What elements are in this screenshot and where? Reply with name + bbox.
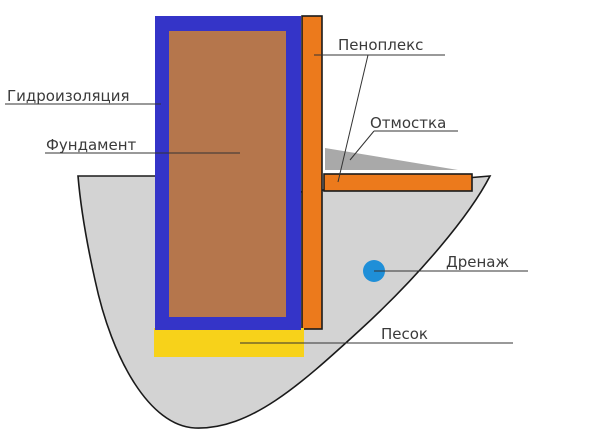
label-blind-area: Отмостка <box>370 114 446 132</box>
foundation-body <box>169 31 286 317</box>
blind-area-layer <box>325 148 458 170</box>
label-drainage: Дренаж <box>446 253 509 271</box>
foam-insulation-horizontal <box>323 173 473 192</box>
label-sand: Песок <box>381 325 428 343</box>
foam-insulation-vertical <box>301 15 323 330</box>
soil-excavation <box>77 175 492 429</box>
leader-blind-area-diag <box>349 130 375 161</box>
leader-foam-insulation-diag <box>337 54 369 183</box>
label-foam-insulation: Пеноплекс <box>338 36 423 54</box>
leader-lines <box>5 54 528 344</box>
label-waterproofing: Гидроизоляция <box>7 87 129 105</box>
label-foundation: Фундамент <box>46 136 137 154</box>
